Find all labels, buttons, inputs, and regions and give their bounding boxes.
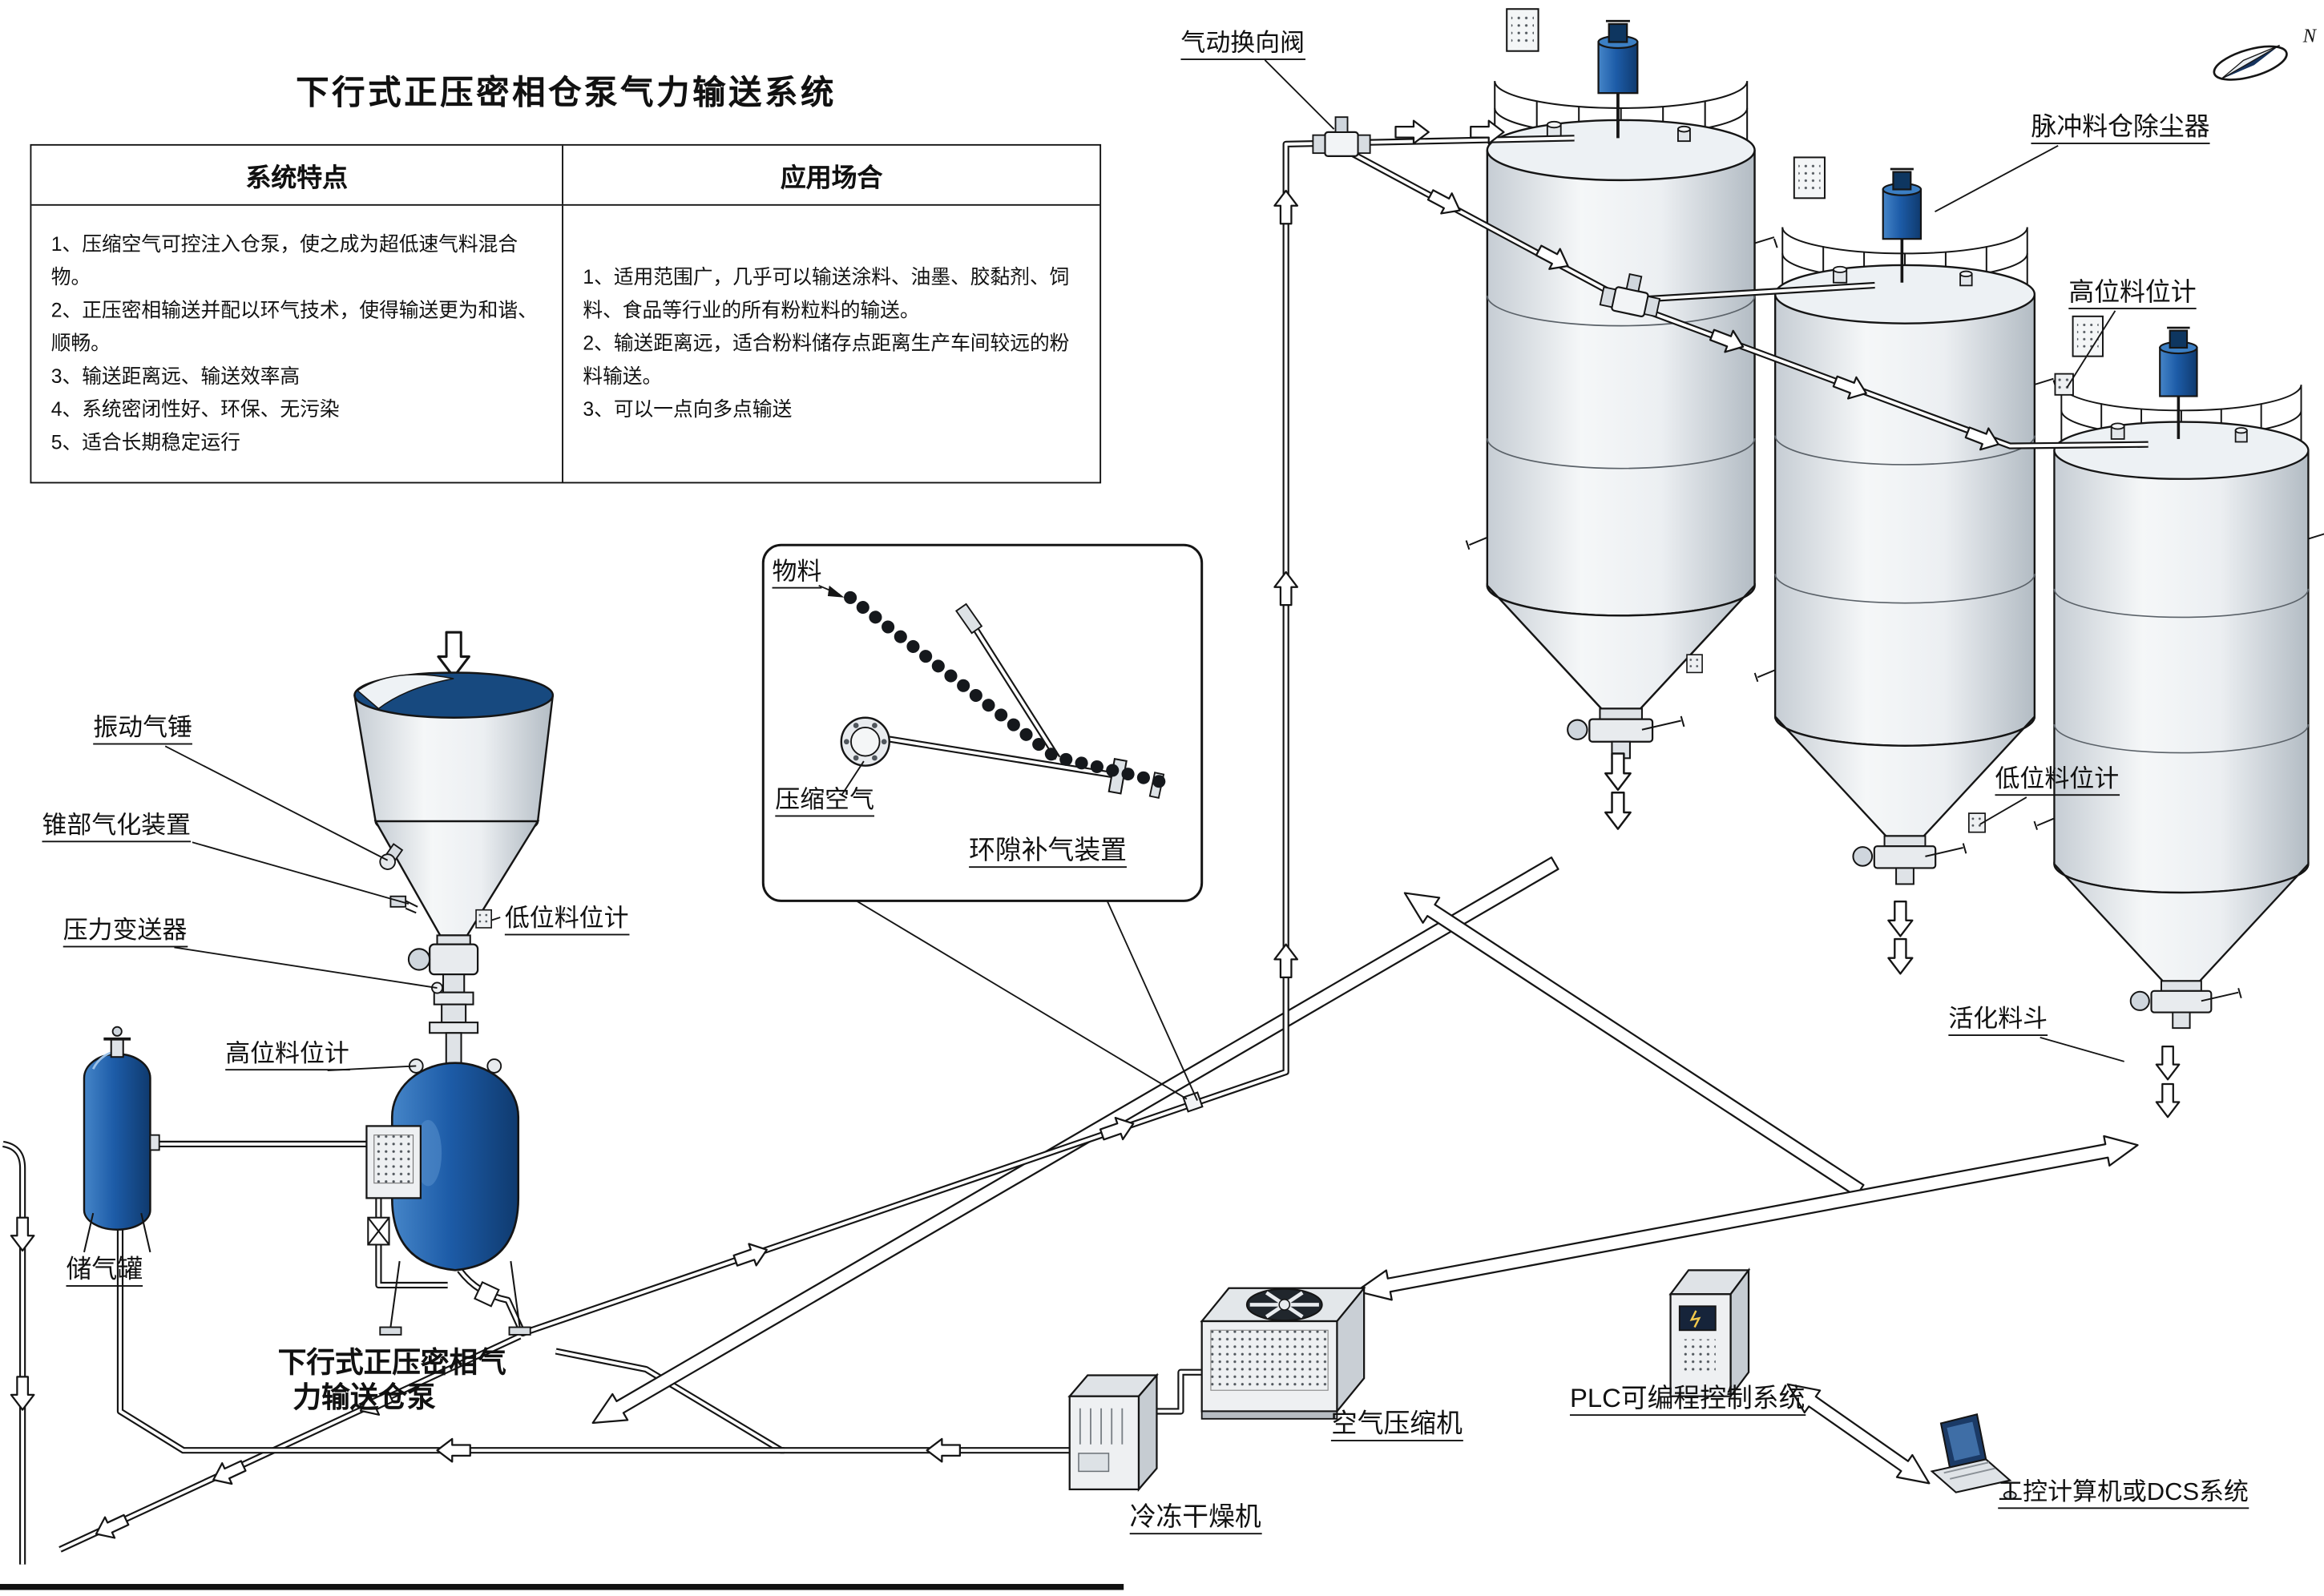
label-pulse-dust-collector: 脉冲料仓除尘器: [2031, 112, 2210, 144]
label-annular-device: 环隙补气装置: [969, 834, 1127, 869]
table-features-list: 1、压缩空气可控注入仓泵，使之成为超低速气料混合物。2、正压密相输送并配以环气技…: [31, 205, 563, 482]
air-compressor: [1200, 1285, 1366, 1420]
label-vibration-hammer: 振动气锤: [93, 714, 192, 745]
label-plc-system: PLC可编程控制系统: [1569, 1382, 1806, 1417]
storage-silo-1: [1464, 7, 1779, 760]
label-air-tank: 储气罐: [66, 1255, 143, 1287]
discharge-valve-icon: [474, 1280, 500, 1308]
table-applications-list: 1、适用范围广，几乎可以输送涂料、油墨、胶黏剂、饲料、食品等行业的所有粉粒料的输…: [583, 266, 1070, 421]
flow-arrow-long-left: [591, 856, 1559, 1425]
table-header-applications: 应用场合: [780, 163, 883, 192]
compass-icon: [2213, 44, 2288, 81]
page-title: 下行式正压密相仓泵气力输送系统: [296, 73, 837, 111]
check-valve-icon: [367, 1216, 390, 1246]
freeze-dryer: [1067, 1372, 1159, 1492]
label-compressed-air: 压缩空气: [775, 786, 875, 817]
label-low-level-silo: 低位料位计: [1995, 765, 2120, 796]
air-piping: [2, 1140, 1205, 1565]
info-table: 系统特点 应用场合 1、压缩空气可控注入仓泵，使之成为超低速气料混合物。2、正压…: [30, 143, 1102, 484]
label-pump-name: 下行式正压密相气 力输送仓泵: [277, 1348, 506, 1414]
high-level-indicator-icon: [2054, 373, 2074, 396]
material-stream: [844, 590, 1176, 791]
label-industrial-computer: 工控计算机或DCS系统: [1998, 1478, 2249, 1509]
bottom-rule: [0, 1583, 1124, 1590]
leader-lines: [164, 59, 2124, 1072]
table-header-features: 系统特点: [31, 145, 563, 204]
label-cone-aeration: 锥部气化装置: [42, 812, 192, 843]
label-high-level-pump: 高位料位计: [225, 1040, 349, 1071]
inset-annular-device: [761, 543, 1204, 1101]
compass-north-label: N: [2302, 23, 2317, 47]
pipe-flange-icon: [840, 716, 890, 767]
label-material: 物料: [772, 558, 822, 589]
storage-silo-3: [2032, 315, 2324, 1030]
plc-cabinet: [1668, 1267, 1751, 1400]
silo-pump-assembly: [353, 671, 555, 1336]
label-pressure-transmitter: 压力变送器: [63, 917, 188, 948]
air-storage-tank: [83, 1026, 160, 1253]
label-freeze-dryer: 冷冻干燥机: [1129, 1501, 1261, 1535]
label-diverter-valve: 气动换向阀: [1180, 30, 1305, 60]
material-arrowhead: [827, 585, 845, 598]
label-high-level-silo: 高位料位计: [2068, 277, 2197, 310]
diverter-valve-icon-2: [1599, 272, 1661, 318]
diverter-valve-icon: [1312, 116, 1371, 158]
label-activation-hopper: 活化料斗: [1948, 1006, 2048, 1036]
label-low-level-pump: 低位料位计: [504, 905, 629, 936]
label-air-compressor: 空气压缩机: [1330, 1408, 1463, 1441]
cone-aeration-icon: [389, 895, 418, 914]
level-indicator-icon: [1686, 654, 1703, 674]
annular-fitting-icon: [1182, 1091, 1204, 1113]
pump-low-level-icon: [475, 909, 492, 929]
industrial-computer-icon: [1930, 1413, 2017, 1501]
flow-arrows-long: [1355, 892, 2139, 1485]
